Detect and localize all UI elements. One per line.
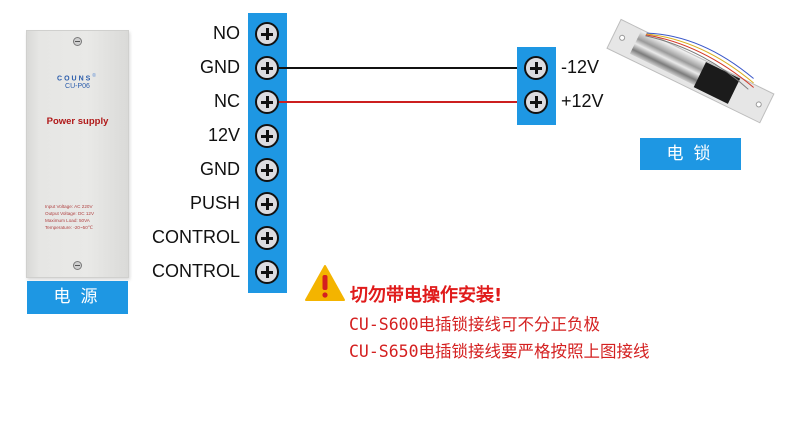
- power-supply-caption: 电源: [27, 281, 128, 314]
- psu-spec-load: Maximum Load: 50VA: [45, 218, 90, 223]
- pin-label-push: PUSH: [189, 193, 240, 213]
- lock-pin-label-plus12v: +12V: [561, 91, 604, 111]
- terminal-screw-icon: [524, 56, 548, 80]
- main-terminal-strip: [248, 13, 287, 293]
- terminal-screw-icon: [255, 22, 279, 46]
- psu-spec-output: Output Voltage: DC 12V: [45, 211, 95, 216]
- psu-brand: COUNS®: [57, 73, 98, 83]
- psu-spec-temperature: Temperature: -20~50℃: [45, 225, 93, 230]
- pin-label-control: CONTROL: [151, 227, 240, 247]
- screw-icon: [73, 261, 82, 270]
- pin-label-gnd: GND: [200, 57, 240, 77]
- lock-pin-label-minus12v: -12V: [561, 57, 600, 77]
- electric-lock-caption: 电锁: [640, 138, 741, 170]
- screw-icon: [73, 37, 82, 46]
- terminal-screw-icon: [255, 260, 279, 284]
- power-supply-device: COUNS® CU-P06 Power supply Input Voltage…: [26, 30, 129, 278]
- terminal-screw-icon: [255, 158, 279, 182]
- terminal-screw-icon: [524, 90, 548, 114]
- pin-label-no: NO: [213, 23, 240, 43]
- lock-mount-hole: [619, 34, 626, 41]
- psu-title: Power supply: [46, 116, 109, 127]
- warning-note-s600: CU-S600电插锁接线可不分正负极: [349, 315, 601, 334]
- pin-label-gnd-2: GND: [200, 159, 240, 179]
- wire-nc-to-plus12v: [279, 101, 524, 103]
- warning-note-s650: CU-S650电插锁接线要严格按照上图接线: [349, 342, 650, 361]
- warning-triangle-icon: [305, 265, 345, 301]
- psu-model: CU-P06: [65, 83, 90, 90]
- warning-title: 切勿带电操作安装!: [350, 285, 503, 306]
- pin-label-control-2: CONTROL: [151, 261, 240, 281]
- psu-spec-input: Input Voltage: AC 220V: [45, 204, 93, 209]
- electric-lock-illustration: [606, 18, 775, 124]
- terminal-screw-icon: [255, 226, 279, 250]
- lock-mount-hole: [755, 101, 762, 108]
- terminal-screw-icon: [255, 56, 279, 80]
- pin-label-12v: 12V: [207, 125, 240, 145]
- terminal-screw-icon: [255, 192, 279, 216]
- terminal-screw-icon: [255, 124, 279, 148]
- lock-label-plate: [693, 62, 741, 104]
- terminal-screw-icon: [255, 90, 279, 114]
- pin-label-nc: NC: [214, 91, 240, 111]
- wire-gnd-to-minus12v: [279, 67, 524, 69]
